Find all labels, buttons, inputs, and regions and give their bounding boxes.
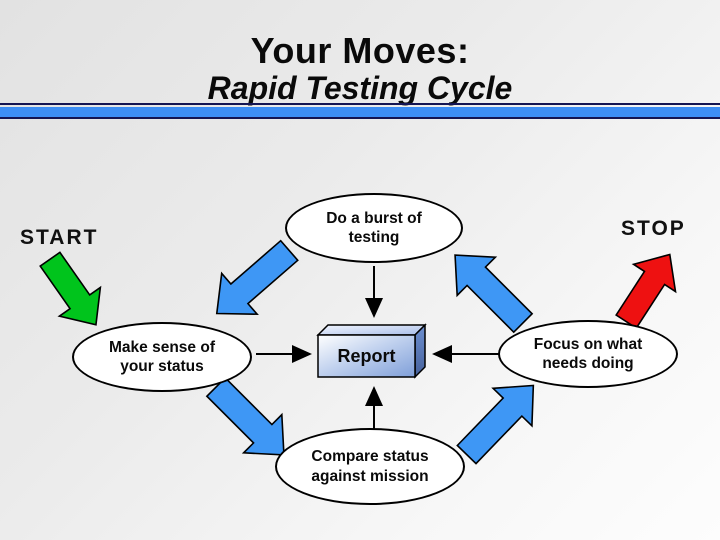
report-box-label: Report xyxy=(337,345,396,366)
title-rule-top-border xyxy=(0,103,720,105)
start-label: START xyxy=(20,226,99,249)
stop-label: STOP xyxy=(621,217,686,240)
title-rule-bar xyxy=(0,107,720,117)
node-label: Focus on what needs doing xyxy=(533,335,643,372)
node-do-a-burst-of-testing: Do a burst of testing xyxy=(285,193,463,263)
node-label: Make sense of your status xyxy=(109,338,215,375)
node-compare-status-against-mission: Compare status against mission xyxy=(275,428,465,505)
arrow-burst-to-sense-icon xyxy=(215,239,299,316)
node-label: Do a burst of testing xyxy=(326,209,422,246)
title-rule-bottom-border xyxy=(0,117,720,119)
page-subtitle: Rapid Testing Cycle xyxy=(207,70,513,106)
page-title: Your Moves: xyxy=(250,30,470,71)
node-focus-on-what-needs-doing: Focus on what needs doing xyxy=(498,320,678,388)
arrow-focus-to-burst-icon xyxy=(454,254,534,334)
node-label: Compare status against mission xyxy=(311,448,429,485)
node-make-sense-of-your-status: Make sense of your status xyxy=(72,322,252,392)
start-arrow-icon xyxy=(39,251,102,326)
arrow-compare-to-focus-icon xyxy=(456,384,535,465)
